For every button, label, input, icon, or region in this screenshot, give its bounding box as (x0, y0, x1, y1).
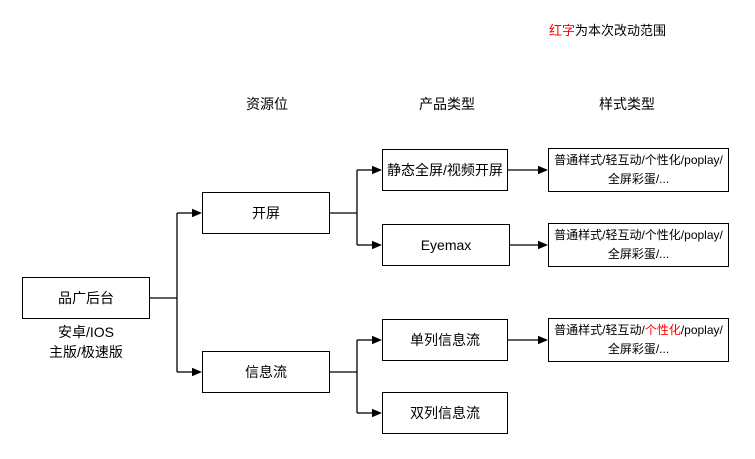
connector-feed-branch (330, 339, 373, 414)
style-single-feed-line2: 全屏彩蛋/... (607, 342, 670, 356)
node-resource-splash: 开屏 (202, 192, 330, 234)
column-header-style: 样式类型 (599, 96, 655, 112)
legend-note-highlight: 红字 (549, 23, 576, 38)
root-sublabel-versions: 主版/极速版 (49, 344, 123, 360)
style-splash-line1: 普通样式/轻互动/个性化/poplay/ (554, 153, 723, 167)
node-product-eyemax: Eyemax (382, 224, 510, 266)
style-single-feed-highlight: 个性化 (644, 323, 681, 337)
node-resource-feed: 信息流 (202, 351, 330, 393)
node-product-double-feed: 双列信息流 (382, 392, 508, 434)
style-eyemax-line2: 全屏彩蛋/... (607, 247, 670, 261)
node-root-backend: 品广后台 (22, 277, 150, 319)
root-sublabel: 安卓/IOS 主版/极速版 (22, 322, 150, 362)
legend-note: 红字为本次改动范围 (549, 23, 666, 38)
legend-note-rest: 为本次改动范围 (575, 23, 667, 38)
column-header-product: 产品类型 (419, 96, 475, 112)
root-sublabel-platforms: 安卓/IOS (57, 324, 114, 340)
node-product-single-feed: 单列信息流 (382, 319, 508, 361)
style-single-feed-line1-pre: 普通样式/轻互动/ (554, 323, 645, 337)
style-eyemax-line1: 普通样式/轻互动/个性化/poplay/ (554, 228, 723, 242)
style-splash-line2: 全屏彩蛋/... (607, 172, 670, 186)
node-style-splash: 普通样式/轻互动/个性化/poplay/ 全屏彩蛋/... (548, 148, 729, 192)
connector-splash-branch (330, 169, 373, 246)
arrowheads (192, 165, 548, 418)
node-style-single-feed: 普通样式/轻互动/个性化/poplay/ 全屏彩蛋/... (548, 318, 729, 362)
node-style-eyemax: 普通样式/轻互动/个性化/poplay/ 全屏彩蛋/... (548, 223, 729, 267)
connector-product-to-style (508, 169, 539, 341)
column-header-resource: 资源位 (246, 96, 288, 112)
style-single-feed-line1-post: /poplay/ (680, 323, 723, 337)
node-product-static-splash: 静态全屏/视频开屏 (382, 149, 508, 191)
connector-root-branch (150, 212, 193, 373)
style-single-feed-line1: 普通样式/轻互动/个性化/poplay/ (554, 321, 723, 340)
